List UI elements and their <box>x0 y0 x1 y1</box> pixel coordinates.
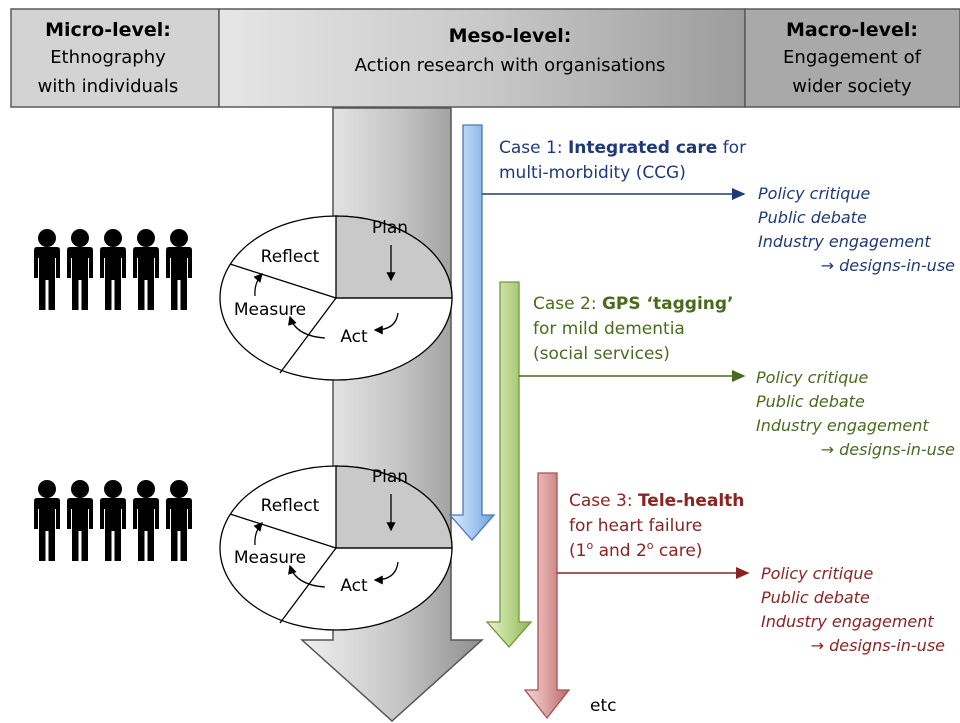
cycle-2-divider-upper <box>229 513 337 549</box>
person-icon <box>166 480 192 561</box>
person-icon <box>133 229 159 310</box>
outcome-policy-critique: Policy critique <box>758 184 871 203</box>
cycle-1-act-label: Act <box>340 327 368 347</box>
macro-header-panel <box>744 8 960 108</box>
outcome-designs-in-use: → designs-in-use <box>821 440 956 459</box>
etc-label: etc <box>590 696 616 716</box>
cycle-1-plan-sector <box>335 215 453 299</box>
cycle-2-measure-label: Measure <box>234 548 306 568</box>
case-2-label: Case 2: GPS ‘tagging’ for mild dementia … <box>533 294 734 364</box>
meso-header-panel <box>218 8 746 108</box>
cycle-2-reflect-label: Reflect <box>261 496 320 516</box>
person-icon <box>34 229 60 310</box>
outcome-public-debate: Public debate <box>756 392 865 411</box>
case-2-line2: for mild dementia <box>533 319 685 339</box>
case-2-line3: (social services) <box>533 344 670 364</box>
person-icon <box>100 480 126 561</box>
micro-title: Micro-level: <box>45 19 171 41</box>
cycle-1-reflect-arrow <box>253 273 263 297</box>
case-1-line1: Case 1: Integrated care for <box>499 138 746 158</box>
case-3-line1: Case 3: Tele-health <box>569 491 744 511</box>
case-2-arrow <box>485 281 533 648</box>
outcome-policy-critique: Policy critique <box>761 564 874 583</box>
outcome-designs-in-use: → designs-in-use <box>821 256 956 275</box>
cycle-1-divider-lower <box>279 297 337 374</box>
person-icon <box>166 229 192 310</box>
cycle-2-plan-sector <box>335 465 453 549</box>
cycle-1-reflect-label: Reflect <box>261 247 320 267</box>
cycle-2-divider-lower <box>279 547 337 624</box>
case-1-line2: multi-morbidity (CCG) <box>499 163 686 183</box>
case-2-outcomes: Policy critique Public debate Industry e… <box>756 368 955 459</box>
outcome-industry-engagement: Industry engagement <box>761 612 934 631</box>
case-1-arrow <box>448 124 496 541</box>
cycle-1-divider-upper <box>229 263 337 299</box>
action-research-cycle-2: Plan Reflect Measure Act <box>219 465 453 631</box>
cycle-2-reflect-arrow <box>253 522 263 546</box>
cycle-2-measure-arrow <box>288 564 326 588</box>
case-3-label: Case 3: Tele-health for heart failure (1… <box>569 491 744 561</box>
micro-line2: with individuals <box>38 76 179 97</box>
meso-line1: Action research with organisations <box>355 55 666 76</box>
micro-header-panel <box>10 8 220 108</box>
outcome-policy-critique: Policy critique <box>756 368 869 387</box>
cycle-2-act-label: Act <box>340 576 368 596</box>
cycle-1-measure-label: Measure <box>234 300 306 320</box>
action-research-cycle-1: Plan Reflect Measure Act <box>219 215 453 381</box>
macro-line2: wider society <box>792 76 912 97</box>
people-group-2 <box>34 480 192 561</box>
cycle-2-act-arrow <box>373 561 399 585</box>
header: Micro-level: Ethnography with individual… <box>10 8 960 108</box>
case-2-line1: Case 2: GPS ‘tagging’ <box>533 294 734 314</box>
outcome-industry-engagement: Industry engagement <box>758 232 931 251</box>
person-icon <box>67 229 93 310</box>
person-icon <box>67 480 93 561</box>
cycle-1-measure-arrow <box>288 315 326 339</box>
case-3-line2: for heart failure <box>569 516 702 536</box>
case-3-line3: (1o and 2o care) <box>569 539 702 561</box>
person-icon <box>133 480 159 561</box>
micro-line1: Ethnography <box>50 47 166 68</box>
meso-title: Meso-level: <box>449 25 572 47</box>
cycle-1-act-arrow <box>373 312 399 335</box>
people-group-1 <box>34 229 192 310</box>
case-1-label: Case 1: Integrated care for multi-morbid… <box>499 138 746 183</box>
cycle-2-plan-label: Plan <box>372 467 408 487</box>
macro-title: Macro-level: <box>786 19 918 41</box>
outcome-designs-in-use: → designs-in-use <box>811 636 946 655</box>
cycle-1-plan-label: Plan <box>372 218 408 238</box>
case-1-outcomes: Policy critique Public debate Industry e… <box>758 184 955 275</box>
case-3-arrow <box>523 472 571 720</box>
case-3-outcomes: Policy critique Public debate Industry e… <box>761 564 945 655</box>
macro-line1: Engagement of <box>783 47 922 68</box>
outcome-industry-engagement: Industry engagement <box>756 416 929 435</box>
outcome-public-debate: Public debate <box>758 208 867 227</box>
outcome-public-debate: Public debate <box>761 588 870 607</box>
person-icon <box>100 229 126 310</box>
person-icon <box>34 480 60 561</box>
